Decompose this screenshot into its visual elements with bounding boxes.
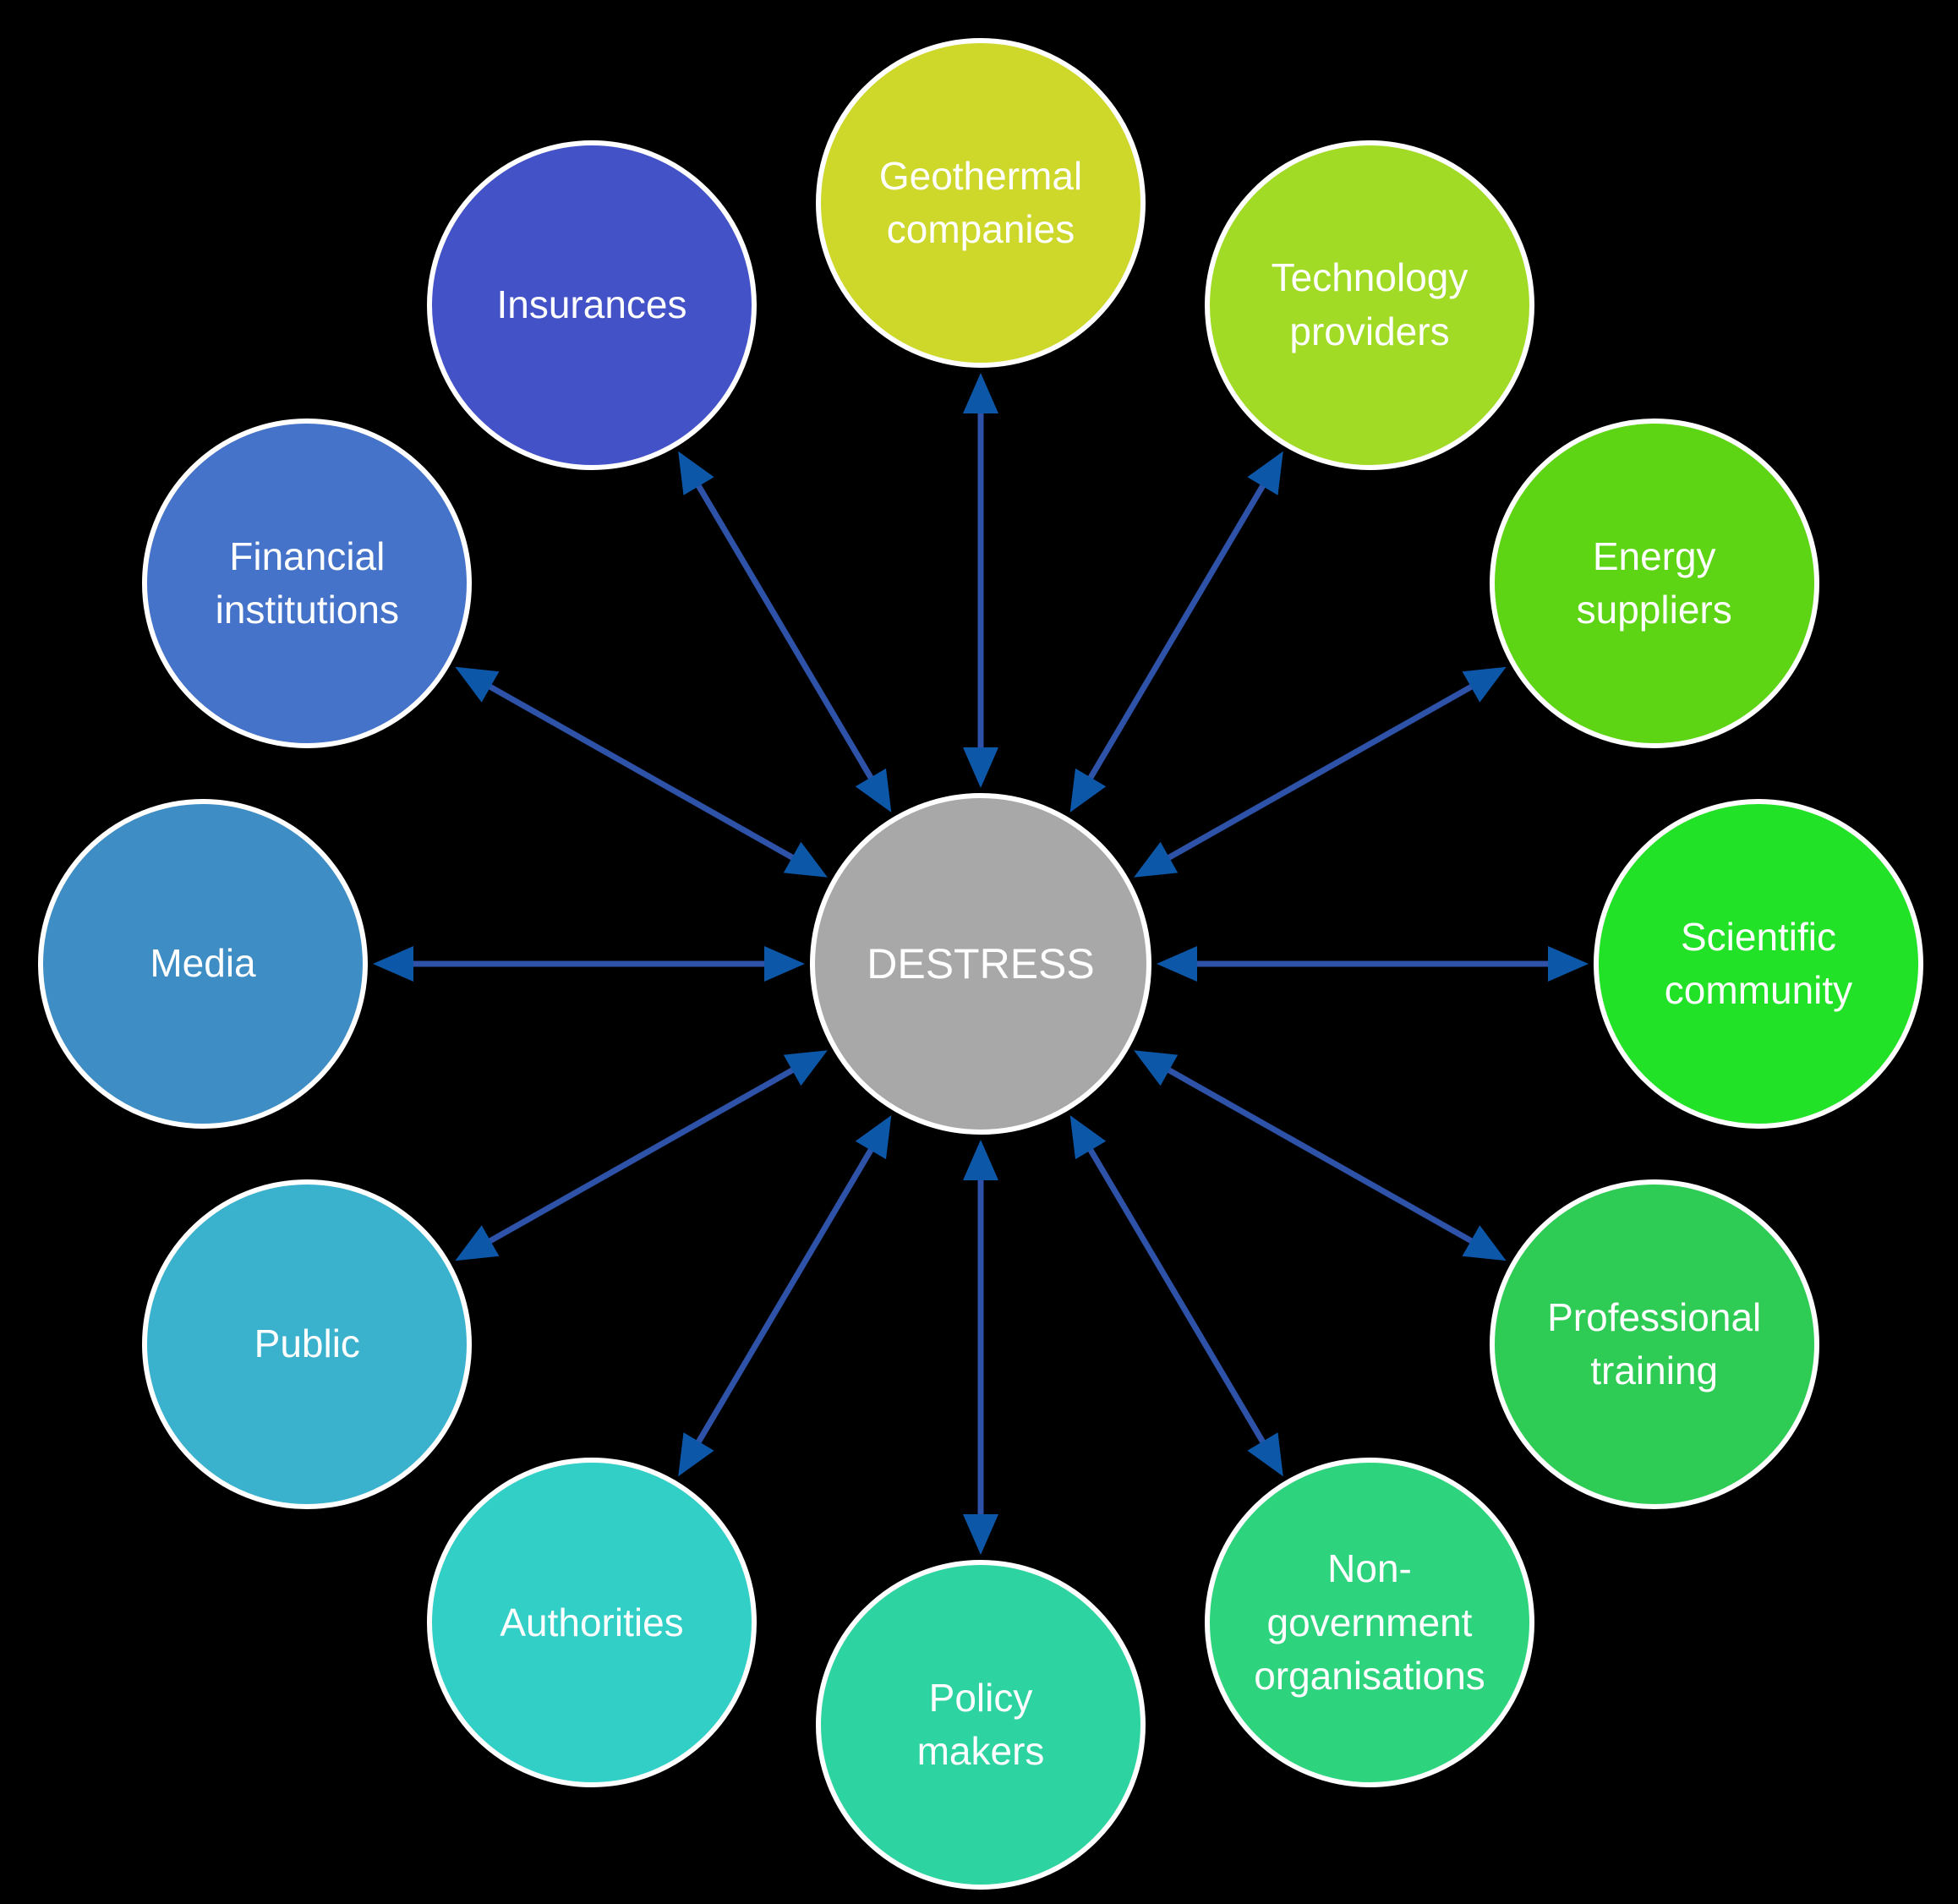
- node-label: Professional training: [1547, 1291, 1761, 1398]
- node-label-line: Public: [254, 1321, 360, 1366]
- node-label: Geothermal companies: [879, 150, 1082, 257]
- center-label: DESTRESS: [867, 939, 1095, 988]
- node-label: Energy suppliers: [1577, 530, 1732, 637]
- arrow-head-inner: [1069, 1115, 1107, 1160]
- node-label-line: providers: [1289, 309, 1450, 353]
- center-node-destress: DESTRESS: [810, 793, 1151, 1135]
- node-label-line: suppliers: [1576, 588, 1732, 632]
- node-label-line: companies: [886, 207, 1075, 251]
- arrow-shaft: [1162, 681, 1477, 863]
- arrow-head-outer: [455, 1225, 500, 1261]
- node-label: Policy makers: [917, 1671, 1045, 1779]
- node-label-line: Technology: [1271, 255, 1468, 300]
- arrow-head-inner: [1069, 768, 1107, 812]
- arrow-head-inner: [963, 1140, 998, 1180]
- arrow-shaft: [1086, 480, 1268, 784]
- node-label-line: Financial: [229, 533, 386, 578]
- node-label: Authorities: [500, 1596, 683, 1650]
- arrow-shaft: [693, 1144, 876, 1447]
- node-policy-makers: Policy makers: [816, 1560, 1146, 1890]
- arrow-technology-providers: [1069, 451, 1283, 812]
- arrow-head-outer: [678, 451, 714, 495]
- node-label-line: Professional: [1547, 1294, 1762, 1339]
- arrow-head-outer: [1247, 451, 1283, 495]
- node-label-line: makers: [916, 1729, 1045, 1773]
- arrow-shaft: [484, 681, 799, 863]
- node-energy-suppliers: Energy suppliers: [1489, 419, 1819, 748]
- arrow-head-outer: [455, 666, 500, 703]
- node-professional-training: Professional training: [1489, 1179, 1819, 1509]
- arrow-shaft: [484, 1064, 799, 1246]
- arrow-authorities: [678, 1115, 892, 1477]
- node-label: Scientific community: [1665, 911, 1852, 1018]
- arrow-head-inner: [855, 768, 892, 812]
- arrow-shaft: [693, 480, 876, 784]
- arrow-head-inner: [855, 1115, 892, 1160]
- arrow-head-outer: [373, 946, 413, 982]
- node-insurances: Insurances: [427, 140, 757, 470]
- arrow-geothermal-companies: [963, 373, 998, 788]
- arrow-financial-institutions: [455, 666, 828, 878]
- arrow-head-outer: [1247, 1432, 1283, 1477]
- node-label-line: organisations: [1254, 1654, 1485, 1699]
- arrow-head-outer: [1548, 946, 1589, 982]
- arrow-scientific-community: [1157, 946, 1589, 982]
- node-label-line: Policy: [928, 1675, 1033, 1720]
- arrow-head-outer: [963, 373, 998, 413]
- arrow-head-outer: [1462, 666, 1507, 703]
- node-label-line: government: [1266, 1600, 1473, 1644]
- node-label: Technology providers: [1272, 251, 1468, 358]
- arrow-head-inner: [764, 946, 805, 982]
- node-label: Public: [254, 1317, 360, 1371]
- arrow-head-inner: [783, 841, 828, 878]
- node-financial-institutions: Financial institutions: [142, 419, 473, 748]
- node-label-line: Media: [150, 941, 256, 986]
- node-label-line: Geothermal: [878, 153, 1083, 198]
- node-label-line: Non-: [1327, 1546, 1412, 1591]
- node-label-line: community: [1664, 968, 1853, 1012]
- node-label-line: Scientific: [1680, 914, 1837, 959]
- arrow-shaft: [1162, 1064, 1477, 1246]
- arrow-head-inner: [783, 1050, 828, 1086]
- arrow-energy-suppliers: [1134, 666, 1507, 878]
- node-label: Media: [150, 937, 255, 990]
- node-label-line: Authorities: [500, 1600, 684, 1644]
- arrow-head-inner: [963, 747, 998, 788]
- arrow-head-inner: [1134, 1050, 1179, 1086]
- node-technology-providers: Technology providers: [1205, 140, 1534, 470]
- arrow-head-outer: [963, 1514, 998, 1555]
- arrow-public: [455, 1050, 828, 1261]
- arrow-non-government-organisations: [1069, 1115, 1283, 1477]
- node-label: Financial institutions: [216, 530, 399, 637]
- node-label-line: Energy: [1592, 533, 1716, 578]
- arrow-head-outer: [678, 1432, 714, 1477]
- node-media: Media: [38, 799, 368, 1129]
- node-geothermal-companies: Geothermal companies: [816, 38, 1146, 368]
- arrow-head-inner: [1157, 946, 1197, 982]
- node-label-line: institutions: [215, 588, 399, 632]
- arrow-media: [373, 946, 805, 982]
- node-label-line: training: [1590, 1349, 1719, 1392]
- node-label: Insurances: [496, 278, 686, 331]
- arrow-insurances: [678, 451, 892, 812]
- node-authorities: Authorities: [427, 1458, 757, 1788]
- node-scientific-community: Scientific community: [1594, 799, 1923, 1129]
- arrow-policy-makers: [963, 1140, 998, 1555]
- arrow-head-inner: [1134, 841, 1179, 878]
- node-non-government-organisations: Non-government organisations: [1205, 1458, 1534, 1788]
- node-public: Public: [142, 1179, 473, 1509]
- arrow-shaft: [1086, 1144, 1268, 1447]
- arrow-professional-training: [1134, 1050, 1507, 1261]
- arrow-head-outer: [1462, 1225, 1507, 1261]
- node-label-line: Insurances: [496, 282, 687, 326]
- node-label: Non-government organisations: [1254, 1542, 1485, 1703]
